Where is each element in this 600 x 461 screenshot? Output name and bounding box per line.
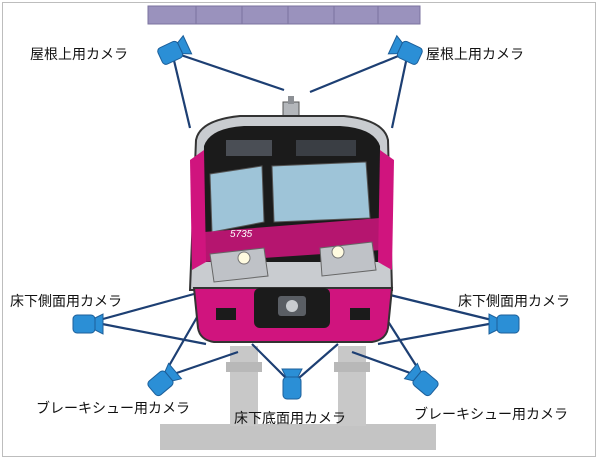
label-roof-camera-left: 屋根上用カメラ [30,47,128,63]
label-underfloor-bottom-camera: 床下底面用カメラ [234,411,346,427]
label-brake-shoe-camera-right: ブレーキシュー用カメラ [414,407,568,423]
camera-icon [157,34,193,65]
label-brake-shoe-camera-left: ブレーキシュー用カメラ [36,401,190,417]
camera-icon [488,313,520,335]
label-roof-camera-right: 屋根上用カメラ [426,47,524,63]
overhead-structure [147,5,421,25]
train-front: 5735 [188,96,394,343]
diagram-frame [2,2,596,457]
camera-icon [281,368,303,400]
camera-icon [387,34,423,65]
camera-icon [147,362,183,397]
track-ground [160,346,436,450]
label-underfloor-side-camera-right: 床下側面用カメラ [458,294,570,310]
camera-icon [403,362,439,397]
train-number: 5735 [230,229,253,240]
camera-icon [72,313,104,335]
label-underfloor-side-camera-left: 床下側面用カメラ [10,294,122,310]
